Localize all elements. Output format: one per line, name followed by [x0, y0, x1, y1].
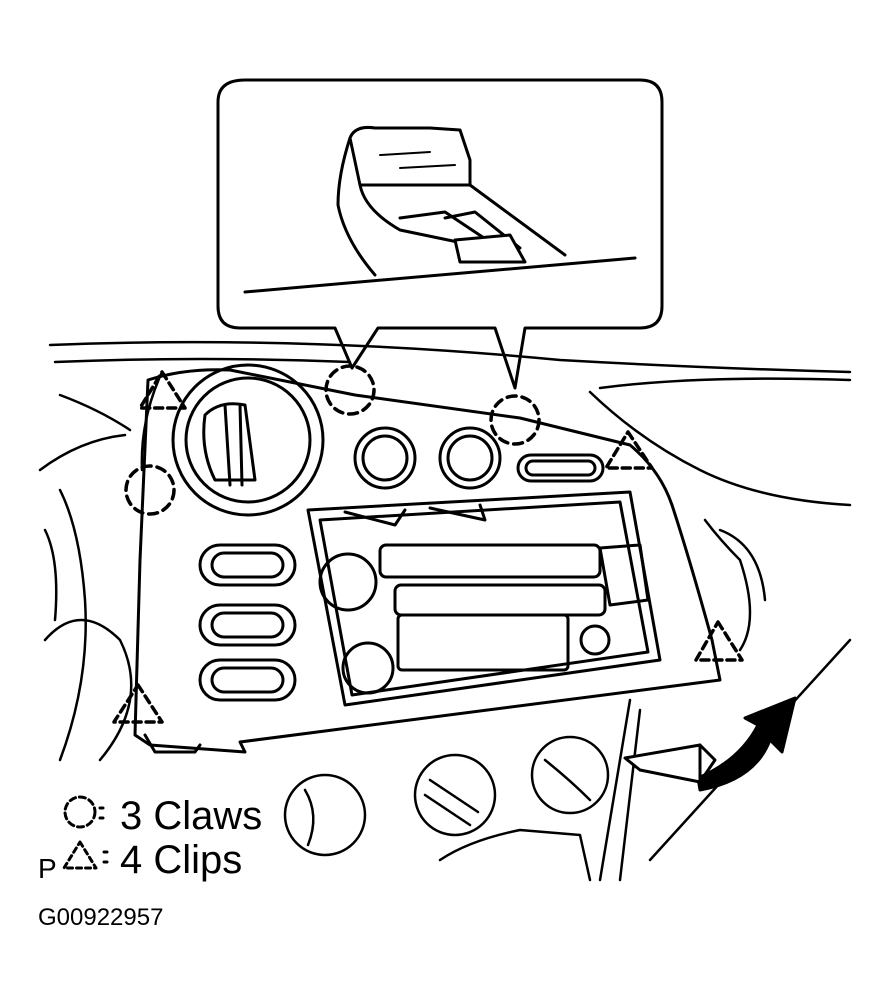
figure-code: G00922957	[38, 904, 164, 931]
legend-claws-label: 3 Claws	[120, 794, 263, 838]
audio-unit	[306, 490, 662, 707]
corner-mark: P	[38, 853, 57, 884]
clip-marker	[694, 620, 744, 662]
center-cluster-panel	[133, 363, 722, 754]
claw-legend-icon	[63, 795, 97, 829]
clip-legend-icon	[62, 840, 98, 870]
claw-marker	[124, 464, 176, 516]
claw-detail-callout	[216, 78, 664, 390]
clip-marker	[112, 683, 164, 724]
air-vent	[171, 363, 325, 517]
removal-direction-arrow	[623, 696, 797, 792]
claw-marker	[489, 394, 541, 446]
clip-marker	[138, 370, 187, 410]
dashboard-background	[38, 340, 852, 882]
lower-knobs	[283, 735, 610, 882]
claw-detail	[243, 126, 637, 294]
claw-markers	[124, 364, 541, 516]
clip-markers	[112, 370, 744, 724]
legend-clips-label: 4 Clips	[120, 838, 243, 882]
claw-marker	[324, 364, 376, 416]
left-switches	[198, 543, 297, 702]
top-knobs	[353, 426, 502, 490]
clip-marker	[604, 430, 654, 470]
